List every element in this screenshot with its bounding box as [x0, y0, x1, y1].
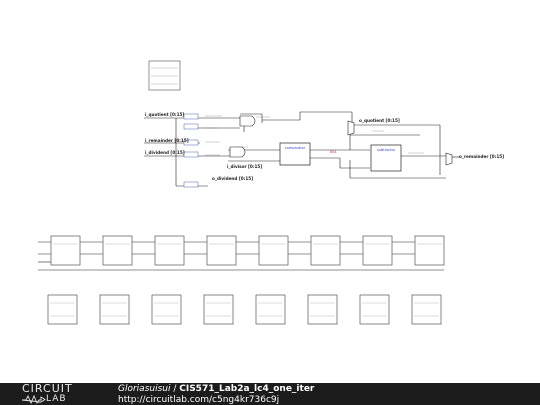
subtractor-label: subtractor	[377, 148, 396, 152]
iter-module[interactable]	[411, 294, 442, 325]
module-top-left[interactable]	[148, 60, 181, 91]
mux-out-quotient[interactable]	[347, 120, 355, 136]
mux-out-remainder[interactable]	[445, 152, 453, 166]
comparator-block[interactable]: comparator	[279, 142, 311, 166]
iter-module[interactable]	[203, 294, 234, 325]
comparator-label: comparator	[285, 146, 306, 150]
port-i-divisor[interactable]: i_divisor [0:15]	[227, 164, 262, 169]
iter-module[interactable]	[206, 235, 237, 266]
red-marker: 0b1	[330, 150, 337, 154]
iter-module[interactable]	[359, 294, 390, 325]
separator: /	[170, 384, 180, 394]
iter-module[interactable]	[362, 235, 393, 266]
iter-module[interactable]	[255, 294, 286, 325]
iter-module[interactable]	[307, 294, 338, 325]
circuit-meta: Gloriasuisui / CIS571_Lab2a_lc4_one_iter…	[118, 384, 314, 405]
author-name[interactable]: Gloriasuisui	[118, 384, 171, 394]
iter-module[interactable]	[414, 235, 445, 266]
iter-module[interactable]	[310, 235, 341, 266]
mux-quotient[interactable]	[239, 115, 256, 127]
mux-remainder[interactable]	[229, 146, 246, 158]
footer-bar: CIRCUIT LAB Gloriasuisui / CIS571_Lab2a_…	[0, 383, 540, 405]
iter-module[interactable]	[50, 235, 81, 266]
iter-module[interactable]	[102, 235, 133, 266]
port-o-quotient[interactable]: o_quotient [0:15]	[359, 118, 400, 123]
iter-module[interactable]	[154, 235, 185, 266]
iter-module[interactable]	[47, 294, 78, 325]
port-i-dividend[interactable]: i_dividend [0:15]	[145, 150, 185, 155]
iter-module[interactable]	[151, 294, 182, 325]
row2-modules	[47, 294, 442, 325]
row1-modules	[50, 235, 445, 266]
circuit-title[interactable]: CIS571_Lab2a_lc4_one_iter	[179, 384, 315, 394]
port-o-dividend[interactable]: o_dividend [0:15]	[212, 176, 253, 181]
port-i-quotient[interactable]: i_quotient [0:15]	[145, 112, 184, 117]
iter-module[interactable]	[258, 235, 289, 266]
module-inner-lines	[50, 243, 442, 317]
logo-bottom-text: LAB	[46, 394, 67, 404]
waveform-icon	[22, 395, 46, 404]
subtractor-block[interactable]: subtractor	[370, 144, 402, 172]
iter-module[interactable]	[99, 294, 130, 325]
circuit-url[interactable]: http://circuitlab.com/c5ng4kr736c9j	[118, 395, 280, 405]
logo-top-text: CIRCUIT	[22, 383, 73, 395]
port-i-remainder[interactable]: i_remainder [0:15]	[145, 138, 189, 143]
circuitlab-logo[interactable]: CIRCUIT LAB	[22, 383, 92, 405]
schematic-canvas[interactable]: comparator subtractor 0b1 i_quotient [0:…	[0, 0, 540, 383]
port-o-remainder[interactable]: o_remainder [0:15]	[459, 154, 504, 159]
